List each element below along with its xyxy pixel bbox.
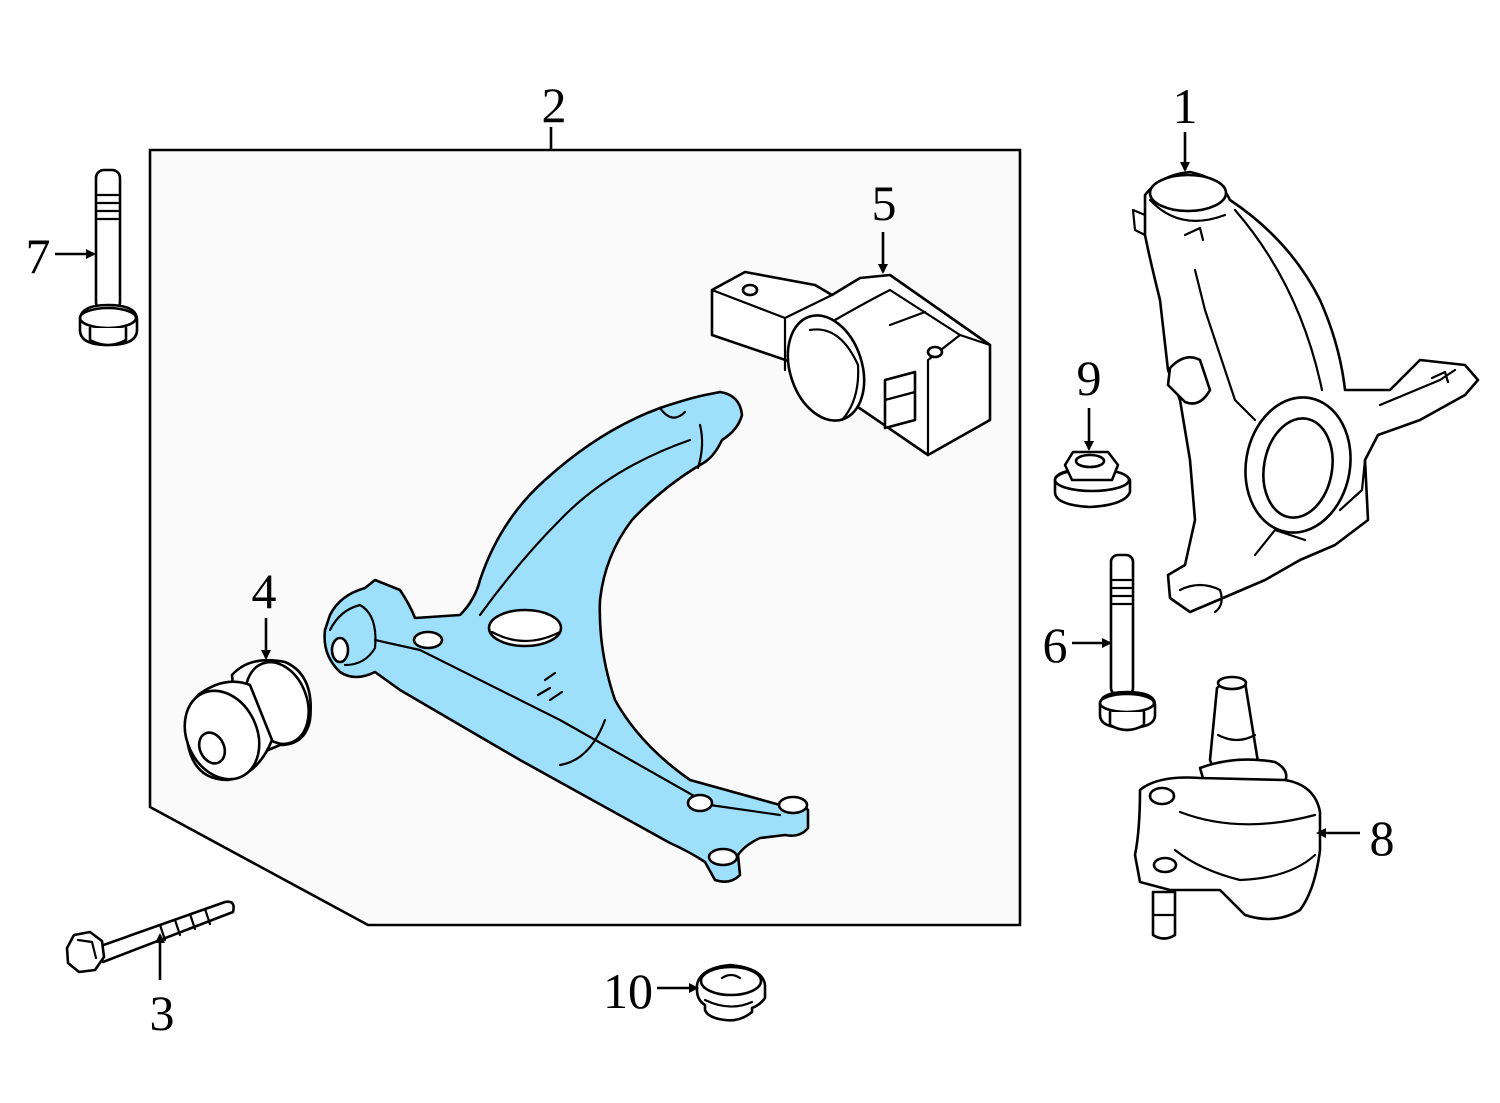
control-arm-2 [323, 390, 810, 883]
rear-bushing-5 [710, 270, 992, 457]
callout-4: 4 [252, 563, 277, 619]
ball-joint-8 [1133, 675, 1322, 940]
steering-knuckle-1 [1131, 170, 1480, 614]
control-arm-body [323, 390, 810, 883]
cap-10 [695, 963, 767, 1022]
callout-2: 2 [542, 77, 567, 133]
front-bushing-4 [183, 658, 312, 782]
callout-9: 9 [1077, 350, 1102, 406]
bolt-3 [65, 900, 235, 974]
callout-numbers: 1 2 3 4 5 6 7 8 9 10 [26, 77, 1395, 1041]
callout-5: 5 [872, 175, 897, 231]
callout-7: 7 [26, 228, 51, 284]
callout-8: 8 [1370, 810, 1395, 866]
callout-3: 3 [150, 985, 175, 1041]
callout-6: 6 [1043, 617, 1068, 673]
callout-1: 1 [1173, 78, 1198, 134]
callout-leaders [55, 132, 1360, 993]
bolt-7 [78, 168, 139, 347]
nut-9 [1053, 450, 1132, 509]
callout-10: 10 [603, 963, 653, 1019]
bolt-6 [1098, 553, 1157, 732]
